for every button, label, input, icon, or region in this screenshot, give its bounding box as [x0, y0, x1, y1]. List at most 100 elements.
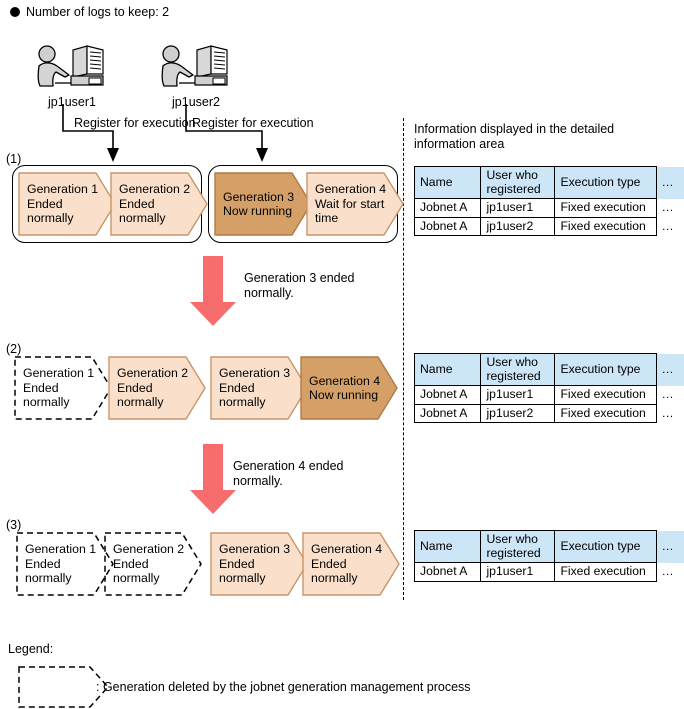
generation-label: Generation 3 Ended normally [219, 542, 291, 586]
generation-shape-icon [210, 356, 308, 420]
cell-exec: Fixed execution [554, 385, 658, 405]
register-label-1: Register for execution [74, 116, 196, 130]
user-1: jp1user1 [31, 44, 113, 110]
generation-box-3-3: Generation 3 Ended normally [210, 532, 308, 596]
column-header-user: User who registered [480, 530, 556, 563]
generation-box-2-4: Generation 4 Now running [300, 356, 398, 420]
generation-box-1-4: Generation 4 Wait for start time [306, 172, 404, 236]
deleted-generation-shape-icon [14, 356, 112, 420]
generation-label: Generation 3 Now running [223, 189, 295, 219]
generation-box-1-3: Generation 3 Now running [214, 172, 312, 236]
cell-user: jp1user2 [480, 403, 556, 423]
detail-table-3: Name User who registered Execution type … [413, 530, 684, 582]
user-label: jp1user2 [172, 95, 220, 109]
cell-exec: Fixed execution [554, 198, 658, 218]
column-header-name: Name [413, 353, 482, 386]
legend-description: : Generation deleted by the jobnet gener… [96, 680, 471, 694]
generation-shape-icon [214, 172, 312, 236]
user-at-computer-icon [161, 45, 228, 87]
generation-box-3-4: Generation 4 Ended normally [302, 532, 400, 596]
generation-box-2-1: Generation 1 Ended normally [14, 356, 112, 420]
cell-exec: Fixed execution [554, 403, 658, 423]
section-divider [403, 118, 404, 600]
transition-label-2: Generation 4 ended normally. [233, 459, 344, 488]
overflow-marker: … [661, 564, 674, 578]
table-header-row: Name User who registered Execution type … [413, 353, 684, 386]
table-row: Jobnet A jp1user2 Fixed execution … [413, 216, 684, 236]
cell-name: Jobnet A [413, 403, 482, 423]
register-label-2: Register for execution [192, 116, 314, 130]
column-header-exec: Execution type [554, 530, 658, 563]
deleted-generation-shape-icon [16, 532, 114, 596]
column-header-exec: Execution type [554, 166, 658, 199]
generation-label: Generation 1 Ended normally [27, 182, 99, 226]
generation-shape-icon [18, 172, 116, 236]
generation-shape-icon [306, 172, 404, 236]
overflow-marker: … [661, 387, 674, 401]
table-header-row: Name User who registered Execution type … [413, 166, 684, 199]
column-header-exec: Execution type [554, 353, 658, 386]
cell-name: Jobnet A [413, 562, 482, 582]
table-row: Jobnet A jp1user1 Fixed execution … [413, 385, 684, 405]
cell-user: jp1user1 [480, 198, 556, 218]
page-heading-text: Number of logs to keep: 2 [26, 5, 170, 19]
transition-arrow-2 [190, 444, 236, 514]
user-at-computer-icon [37, 45, 104, 87]
filled-circle-icon [10, 7, 20, 17]
table-row: Jobnet A jp1user2 Fixed execution … [413, 403, 684, 423]
register-connector-1 [62, 104, 119, 162]
column-header-user: User who registered [480, 166, 556, 199]
cell-name: Jobnet A [413, 385, 482, 405]
detail-table-2: Name User who registered Execution type … [413, 353, 684, 423]
dashed-generation-shape-icon [18, 666, 110, 708]
detail-table-1: Name User who registered Execution type … [413, 166, 684, 236]
generation-shape-icon [210, 532, 308, 596]
generation-label: Generation 4 Now running [309, 373, 381, 403]
register-connector-2 [185, 104, 268, 162]
cell-user: jp1user2 [480, 216, 556, 236]
user-2: jp1user2 [155, 44, 237, 110]
legend-title: Legend: [8, 642, 54, 656]
generation-shape-icon [300, 356, 398, 420]
overflow-marker: … [656, 166, 684, 199]
generation-box-2-3: Generation 3 Ended normally [210, 356, 308, 420]
generation-label: Generation 2 Ended normally [119, 182, 191, 226]
generation-label: Generation 2 Ended normally [117, 366, 189, 410]
generation-label: Generation 1 Ended normally [25, 542, 97, 586]
generation-box-2-2: Generation 2 Ended normally [108, 356, 206, 420]
transition-arrow-1 [190, 256, 236, 326]
step-number-2: (2) [6, 342, 22, 356]
cell-name: Jobnet A [413, 198, 482, 218]
generation-box-3-2: Generation 2 Ended normally [104, 532, 202, 596]
overflow-marker: … [656, 353, 684, 386]
overflow-marker: … [656, 530, 684, 563]
column-header-name: Name [413, 166, 482, 199]
generation-box-1-1: Generation 1 Ended normally [18, 172, 116, 236]
step-number-3: (3) [6, 518, 22, 532]
generation-shape-icon [108, 356, 206, 420]
overflow-marker: … [661, 405, 674, 420]
cell-exec: Fixed execution [554, 216, 658, 236]
cell-exec: Fixed execution [554, 562, 658, 582]
deleted-generation-shape-icon [104, 532, 202, 596]
generation-box-1-2: Generation 2 Ended normally [110, 172, 208, 236]
generation-shape-icon [302, 532, 400, 596]
user-label: jp1user1 [48, 95, 96, 109]
transition-label-1: Generation 3 ended normally. [244, 271, 355, 300]
page-heading: Number of logs to keep: 2 [10, 4, 169, 20]
detailed-info-caption: Information displayed in the detailed in… [414, 122, 615, 151]
table-row: Jobnet A jp1user1 Fixed execution … [413, 198, 684, 218]
column-header-name: Name [413, 530, 482, 563]
generation-shape-icon [110, 172, 208, 236]
table-row: Jobnet A jp1user1 Fixed execution … [413, 562, 684, 582]
overflow-marker: … [661, 218, 674, 233]
generation-box-3-1: Generation 1 Ended normally [16, 532, 114, 596]
overflow-marker: … [661, 200, 674, 214]
generation-label: Generation 4 Wait for start time [315, 182, 387, 226]
column-header-user: User who registered [480, 353, 556, 386]
step-number-1: (1) [6, 152, 22, 166]
generation-label: Generation 4 Ended normally [311, 542, 383, 586]
generation-label: Generation 2 Ended normally [113, 542, 185, 586]
cell-user: jp1user1 [480, 562, 556, 582]
cell-user: jp1user1 [480, 385, 556, 405]
